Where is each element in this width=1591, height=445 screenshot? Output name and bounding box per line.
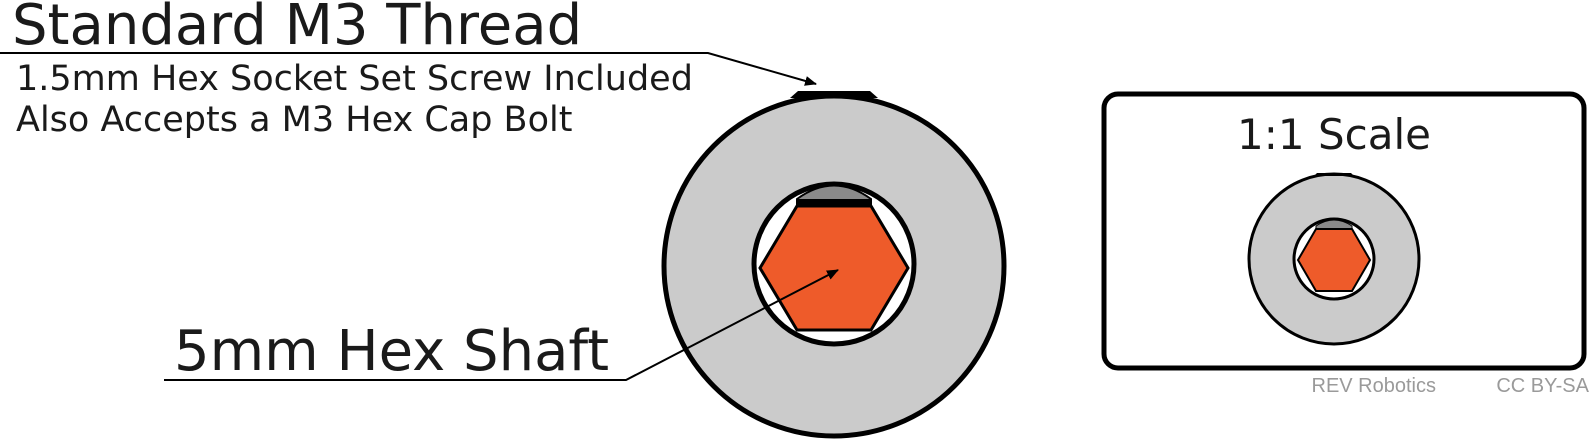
thread-title: Standard M3 Thread [12,0,582,58]
credit-license: CC BY-SA [1496,375,1589,397]
scale-label: 1:1 Scale [1237,110,1431,159]
scale-set-screw-boss [1314,173,1354,176]
main-collar [661,91,1007,439]
hex-shaft [758,204,910,332]
set-screw-tip-edge [797,199,871,206]
thread-leader-line [0,52,817,86]
scale-hex-shaft [1296,228,1372,292]
set-screw-boss [790,91,878,98]
thread-callout: Standard M3 Thread 1.5mm Hex Socket Set … [0,0,817,140]
shaft-label: 5mm Hex Shaft [174,319,609,384]
shaft-callout: 5mm Hex Shaft [164,269,839,384]
cap-bolt-note: Also Accepts a M3 Hex Cap Bolt [16,100,572,140]
set-screw-note: 1.5mm Hex Socket Set Screw Included [16,59,693,99]
credit-author: REV Robotics [1312,375,1437,397]
shaft-leader-line [164,269,839,381]
scale-inset: 1:1 Scale [1101,91,1587,371]
